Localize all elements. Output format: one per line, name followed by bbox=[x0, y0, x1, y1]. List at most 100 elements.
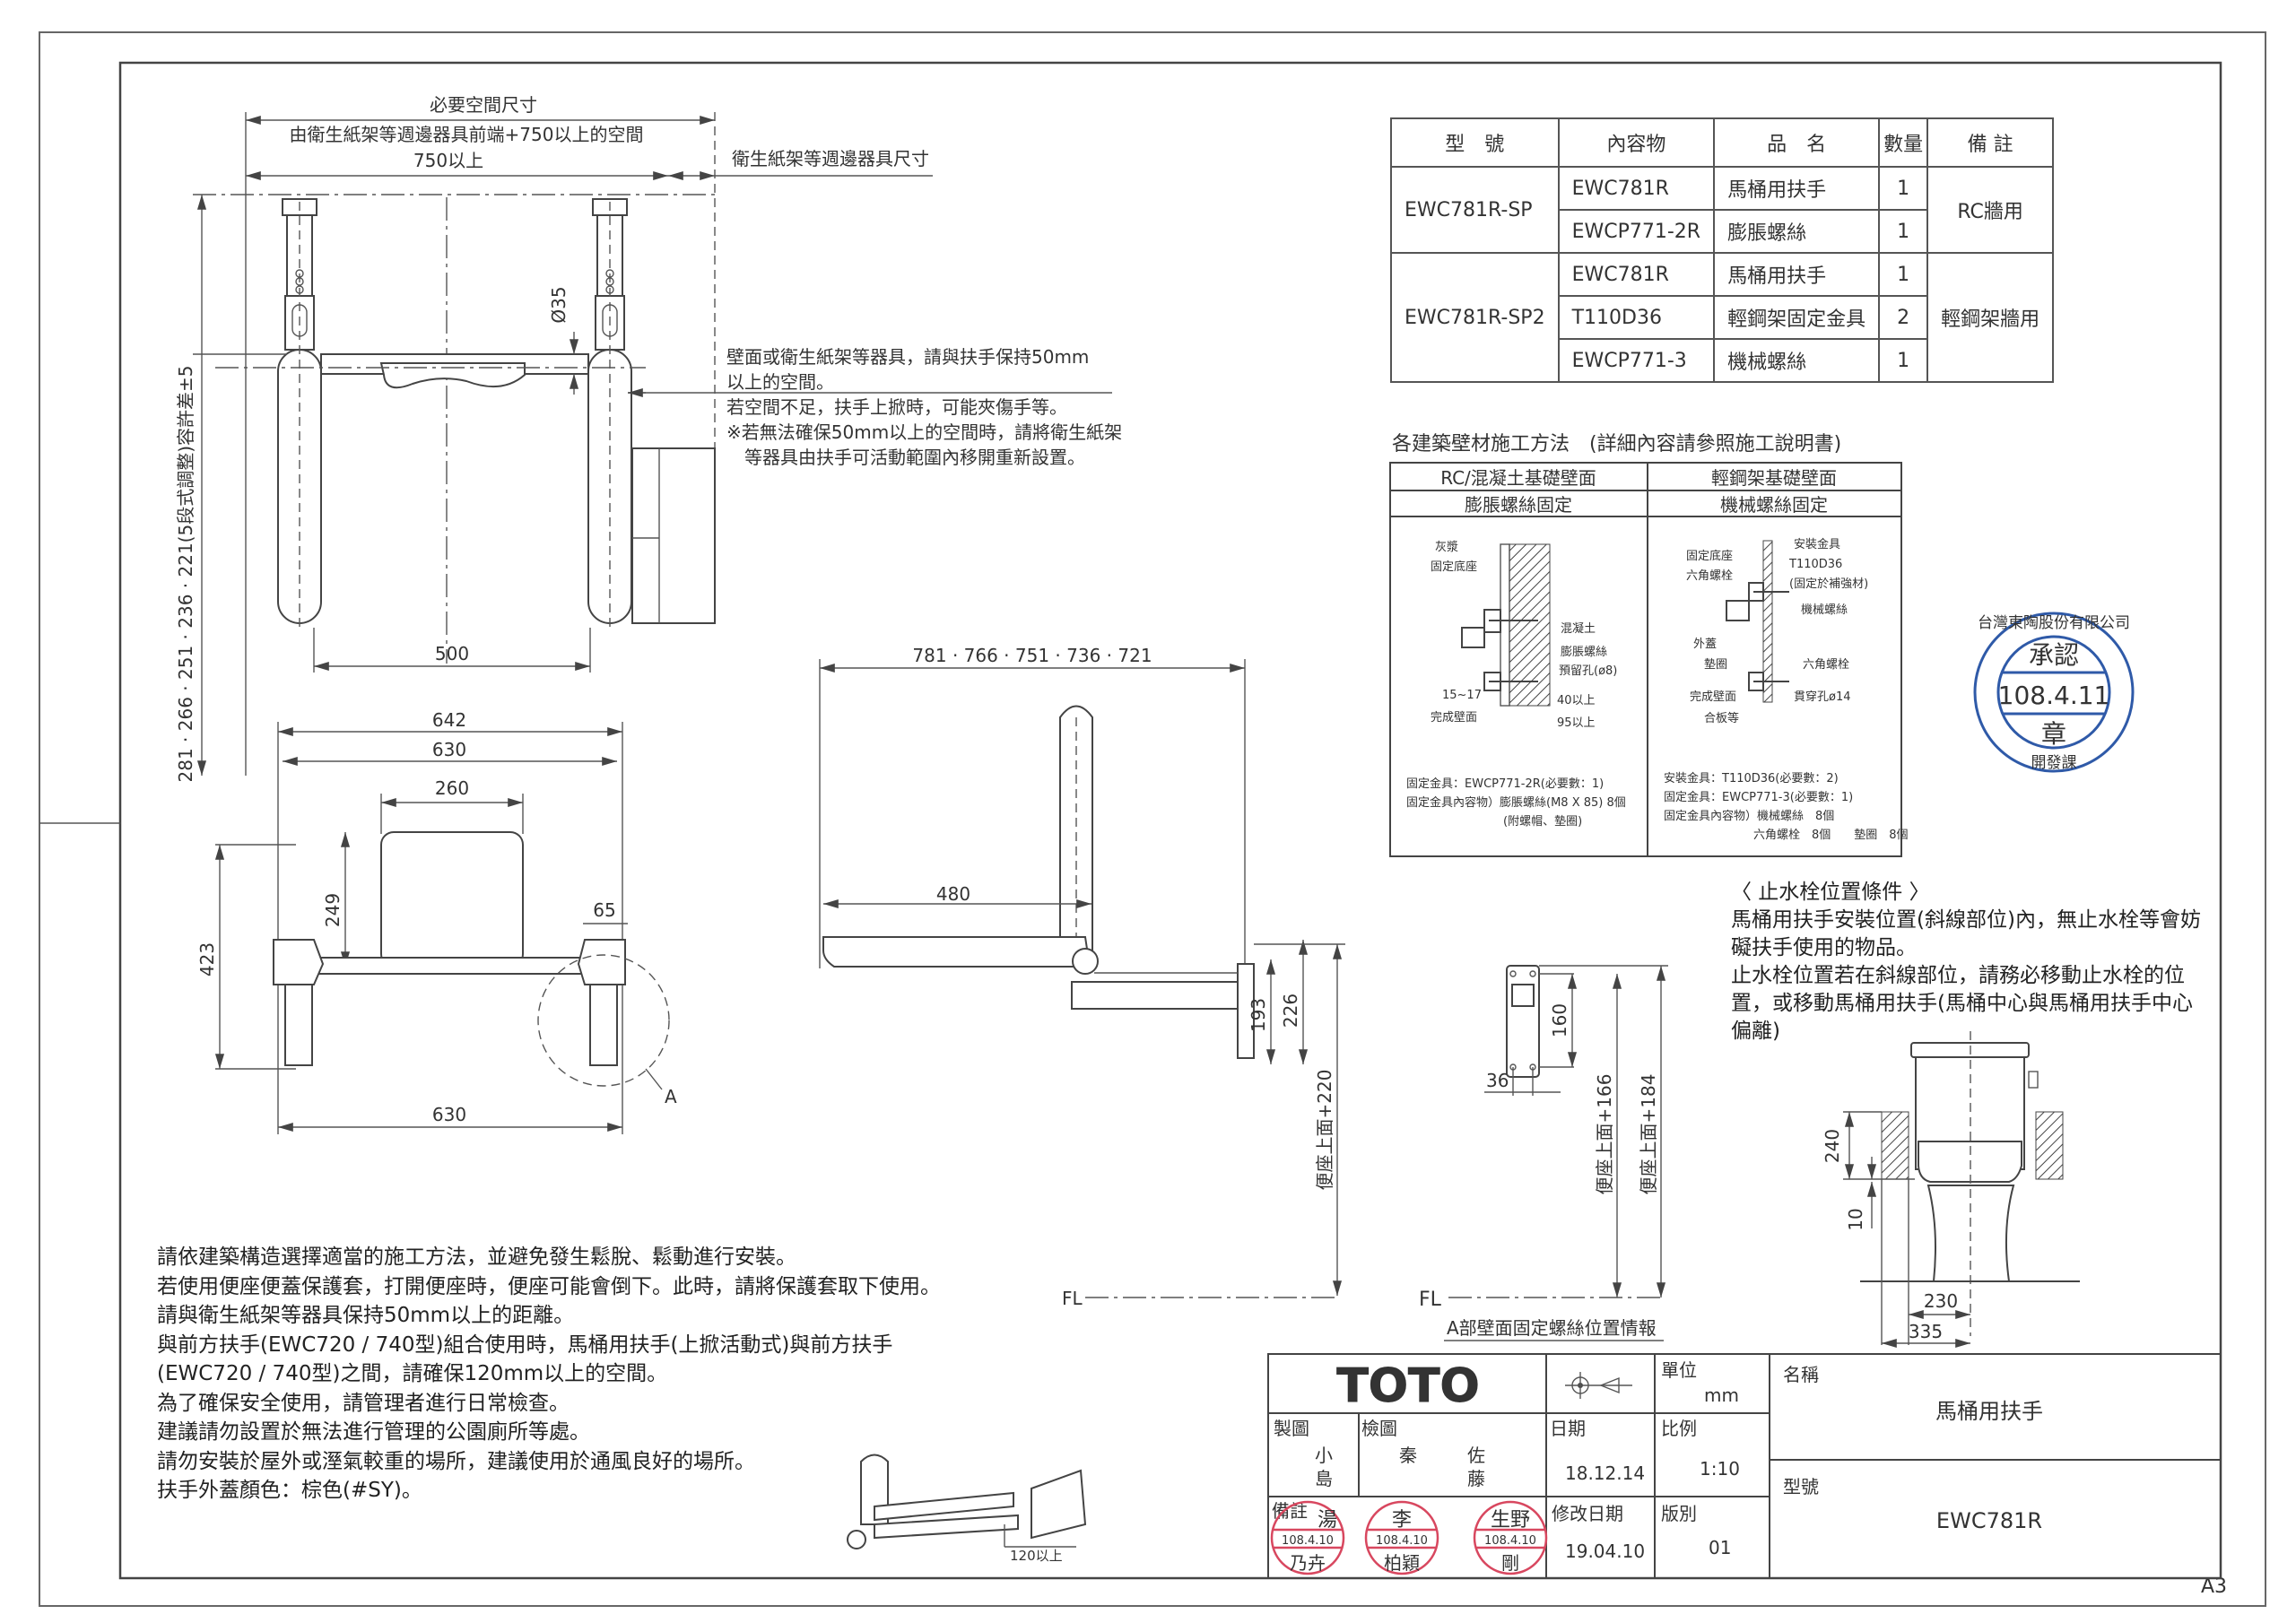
dim-length: 781 · 766 · 751 · 736 · 721 bbox=[912, 645, 1152, 666]
dim-10: 10 bbox=[1845, 1208, 1866, 1230]
construction-methods: 各建築壁材施工方法 (詳細內容請參照施工說明書) RC/混凝土基礎壁面 膨脹螺絲… bbox=[1389, 433, 1909, 857]
note-line: 與前方扶手(EWC720 / 740型)組合使用時，馬桶用扶手(上掀活動式)與前… bbox=[157, 1332, 893, 1357]
steel-header: 輕鋼架基礎壁面 bbox=[1711, 467, 1837, 489]
rc-label: 完成壁面 bbox=[1431, 711, 1477, 725]
steel-note: 六角螺栓 8個 墊圈 8個 bbox=[1753, 829, 1909, 842]
steel-label: 安裝金具 bbox=[1794, 537, 1840, 551]
rc-label: 40以上 bbox=[1557, 694, 1596, 707]
steel-label: 墊圈 bbox=[1704, 658, 1727, 672]
note-line: 扶手外蓋顏色：棕色(#SY)。 bbox=[157, 1479, 422, 1502]
name-label: 名稱 bbox=[1783, 1364, 1819, 1385]
stamp-date: 108.4.10 bbox=[1484, 1534, 1536, 1548]
water-valve-conditions: 〈 止水栓位置條件 〉 馬桶用扶手安裝位置(斜線部位)內，無止水栓等會妨 礙扶手… bbox=[1731, 879, 2206, 1046]
table-row: T110D36 輕鋼架固定金具 2 bbox=[1391, 295, 2053, 340]
approval-stamp: 承認 108.4.11 章 台灣東陶股份有限公司 開發課 bbox=[1973, 612, 2135, 773]
water-valve-title: 〈 止水栓位置條件 〉 bbox=[1731, 881, 1930, 904]
stamp-date: 108.4.10 bbox=[1282, 1534, 1334, 1548]
stamp-date: 108.4.11 bbox=[1998, 681, 2110, 710]
name-cell: 馬桶用扶手 bbox=[1713, 166, 1881, 211]
model-label: 型號 bbox=[1783, 1476, 1819, 1497]
stamp-company: 台灣東陶股份有限公司 bbox=[1978, 614, 2130, 632]
steel-subheader: 機械螺絲固定 bbox=[1720, 494, 1828, 516]
water-valve-line: 止水栓位置若在斜線部位，請務必移動止水栓的位 bbox=[1731, 964, 2185, 987]
version-value: 01 bbox=[1709, 1537, 1731, 1558]
header-name: 品 名 bbox=[1713, 117, 1881, 168]
water-valve-line: 置，或移動馬桶用扶手(馬桶中心與馬桶用扶手中心 bbox=[1731, 992, 2193, 1015]
drawn-by: 島 bbox=[1315, 1468, 1333, 1489]
construction-title: 各建築壁材施工方法 (詳細內容請參照施工說明書) bbox=[1392, 433, 1841, 456]
scale-value: 1:10 bbox=[1700, 1458, 1740, 1480]
clearance-note: 若空間不足，扶手上掀時，可能夾傷手等。 bbox=[726, 396, 1067, 418]
name-cell: 膨脹螺絲 bbox=[1713, 209, 1881, 254]
name-cell: 機械螺絲 bbox=[1713, 338, 1881, 383]
outer-border bbox=[39, 31, 2266, 1607]
clearance-note: 以上的空間。 bbox=[726, 371, 834, 393]
unit-label: 單位 bbox=[1661, 1359, 1697, 1381]
toto-logo: TOTO bbox=[1336, 1359, 1479, 1413]
water-valve-line: 偏離) bbox=[1731, 1020, 1780, 1043]
product-model: EWC781R bbox=[1936, 1508, 2042, 1533]
content-cell: EWC781R bbox=[1557, 166, 1716, 211]
note-line: (EWC720 / 740型)之間，請確保120mm以上的空間。 bbox=[157, 1362, 668, 1385]
dim-260: 260 bbox=[435, 777, 469, 799]
dim-630-top: 630 bbox=[432, 739, 466, 760]
stamp-name: 生野 bbox=[1491, 1509, 1530, 1532]
model-cell: EWC781R-SP2 bbox=[1390, 252, 1560, 383]
drawn-label: 製圖 bbox=[1274, 1418, 1309, 1439]
inner-frame bbox=[118, 61, 2222, 1580]
required-space-label: 必要空間尺寸 bbox=[430, 94, 537, 116]
note-line: 為了確保安全使用，請管理者進行日常檢查。 bbox=[157, 1391, 570, 1415]
date-value: 18.12.14 bbox=[1565, 1462, 1645, 1484]
content-cell: EWCP771-3 bbox=[1557, 338, 1716, 383]
detail-a-label: A bbox=[665, 1086, 677, 1107]
stamp-name: 剛 bbox=[1501, 1552, 1519, 1574]
rc-subheader: 膨脹螺絲固定 bbox=[1465, 494, 1572, 516]
rc-label: 混凝土 bbox=[1561, 621, 1596, 636]
steel-note: 固定金具內容物）機械螺絲 8個 bbox=[1664, 809, 1834, 823]
dim-642: 642 bbox=[432, 709, 466, 731]
steel-note: 安裝金具：T110D36(必要數：2) bbox=[1664, 771, 1839, 785]
clearance-note: ※若無法確保50mm以上的空間時，請將衛生紙架 bbox=[726, 421, 1122, 443]
rc-label: 預留孔(ø8) bbox=[1559, 664, 1617, 678]
content-cell: T110D36 bbox=[1557, 295, 1716, 340]
dim-160: 160 bbox=[1549, 1003, 1570, 1037]
unit-value: mm bbox=[1704, 1384, 1739, 1406]
checked-by: 藤 bbox=[1467, 1468, 1485, 1489]
front-view: 642 630 260 249 423 A 65 630 bbox=[196, 709, 677, 1134]
steel-note: 固定金具：EWCP771-3(必要數：1) bbox=[1664, 790, 1853, 804]
remark-cell: 輕鋼架牆用 bbox=[1926, 252, 2055, 383]
rc-label: 膨脹螺絲 bbox=[1561, 646, 1607, 659]
checked-by: 佐 bbox=[1467, 1445, 1485, 1466]
qty-cell: 1 bbox=[1878, 209, 1929, 254]
dim-249: 249 bbox=[322, 893, 344, 927]
note-line: 若使用便座便蓋保護套，打開便座時，便座可能會倒下。此時，請將保護套取下使用。 bbox=[157, 1274, 941, 1298]
drawn-by: 小 bbox=[1315, 1445, 1333, 1466]
dim-65: 65 bbox=[593, 899, 615, 921]
revised-value: 19.04.10 bbox=[1565, 1541, 1645, 1562]
dim-750: 750以上 bbox=[413, 150, 483, 171]
dim-seat-166: 便座上面+166 bbox=[1594, 1074, 1615, 1195]
model-cell: EWC781R-SP bbox=[1390, 166, 1560, 254]
dia-label: Ø35 bbox=[548, 286, 570, 323]
version-label: 版別 bbox=[1661, 1503, 1697, 1524]
note-line: 請勿安裝於屋外或溼氣較重的場所，建議使用於通風良好的場所。 bbox=[157, 1449, 755, 1473]
toilet-diagram: 240 10 230 335 bbox=[1822, 1031, 2080, 1349]
note-line: 請依建築構造選擇適當的施工方法，並避免發生鬆脫、鬆動進行安裝。 bbox=[157, 1245, 796, 1269]
header-content: 內容物 bbox=[1557, 117, 1716, 168]
scale-label: 比例 bbox=[1661, 1418, 1697, 1439]
side-view: 781 · 766 · 751 · 736 · 721 480 193 226 … bbox=[819, 645, 1345, 1309]
dim-240: 240 bbox=[1822, 1129, 1843, 1163]
table-header-row: 型 號 內容物 品 名 數量 備 註 bbox=[1390, 117, 2055, 168]
rc-note: (附螺帽、墊圈) bbox=[1503, 814, 1582, 829]
remark-cell: RC牆用 bbox=[1926, 166, 2055, 254]
stamp-name: 湯 bbox=[1318, 1509, 1337, 1532]
stamp-name: 乃卉 bbox=[1290, 1552, 1326, 1574]
stamp-dept: 開發課 bbox=[2031, 754, 2077, 772]
steel-label: 貫穿孔ø14 bbox=[1794, 690, 1851, 704]
note-line: 請與衛生紙架等器具保持50mm以上的距離。 bbox=[157, 1304, 575, 1327]
rc-label: 15~17 bbox=[1442, 689, 1482, 702]
steel-label: T110D36 bbox=[1788, 558, 1842, 571]
stamp-name: 李 bbox=[1392, 1509, 1412, 1532]
steel-label: 合板等 bbox=[1704, 711, 1739, 725]
